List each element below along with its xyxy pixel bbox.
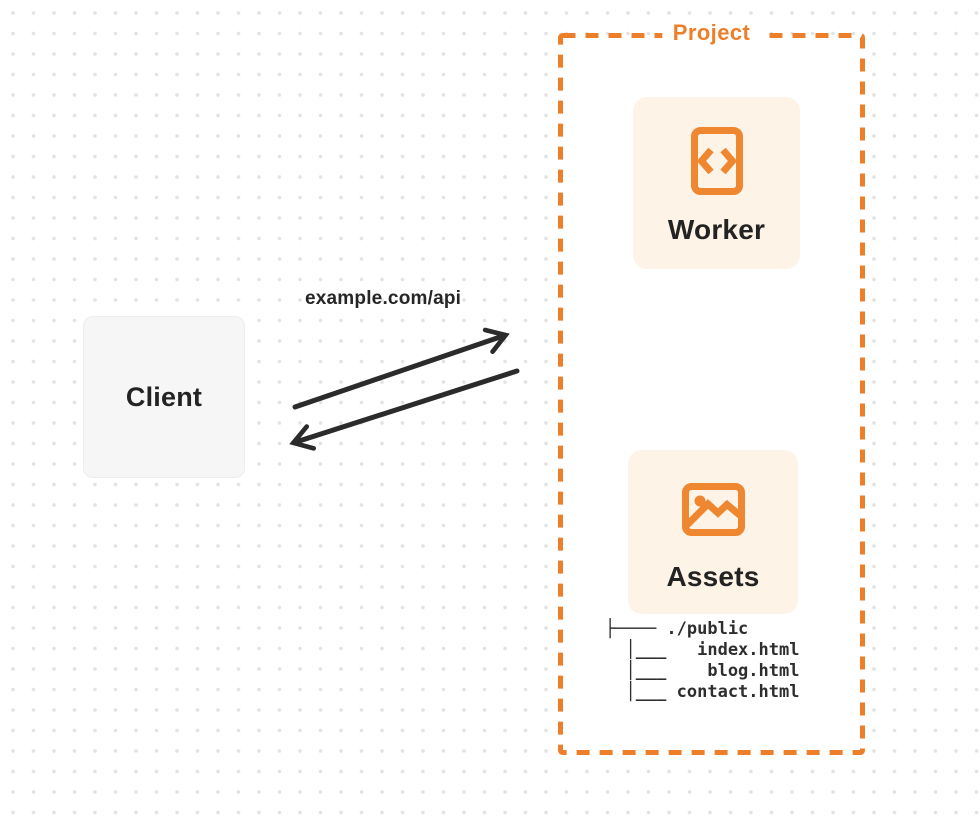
- assets-file-tree: ├──── ./public │___ index.html │___ blog…: [605, 619, 800, 702]
- assets-label: Assets: [666, 561, 760, 592]
- client-node: Client: [83, 316, 245, 478]
- client-label: Client: [125, 381, 203, 412]
- code-file-icon: [690, 127, 743, 195]
- project-title: Project: [661, 20, 762, 46]
- worker-label: Worker: [667, 214, 766, 245]
- project-container: Project Worker Assets ├──── ./public │__…: [558, 20, 865, 755]
- request-arrow: [292, 327, 510, 410]
- worker-node: Worker: [633, 97, 800, 269]
- assets-node: Assets: [628, 450, 798, 614]
- response-arrow: [289, 368, 520, 451]
- request-url-label: example.com/api: [305, 288, 462, 309]
- image-icon: [681, 483, 745, 536]
